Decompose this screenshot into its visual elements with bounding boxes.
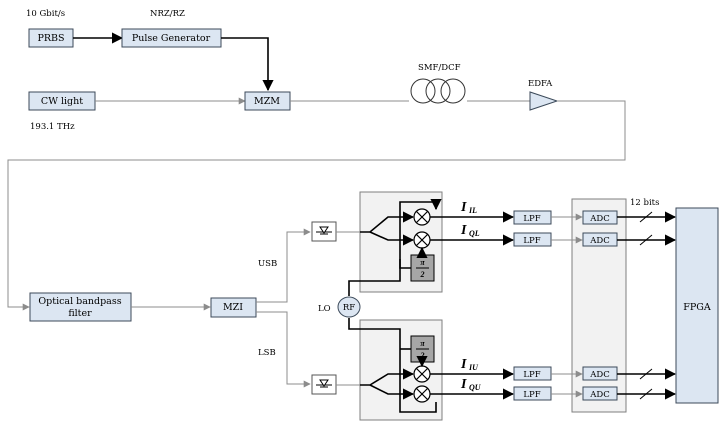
iu-letter: I <box>460 357 467 372</box>
rf-oscillator: RF <box>337 296 361 318</box>
adc-1-block: ADC <box>582 210 618 225</box>
mixer-il-icon <box>413 208 431 226</box>
lsb-mixer-panel <box>359 319 443 421</box>
signal-label-iu: I IU <box>460 357 479 372</box>
lsb-label: LSB <box>258 348 276 358</box>
fpga-block: FPGA <box>675 207 719 404</box>
edfa-to-filter-line <box>7 100 626 311</box>
pulse-generator-label: Pulse Generator <box>132 33 211 44</box>
lpf-iu-label: LPF <box>523 370 540 380</box>
adc-3-label: ADC <box>589 370 609 380</box>
mixer-ql-icon <box>413 231 431 249</box>
mzi-block: MZI <box>210 297 257 318</box>
mzm-label: MZM <box>254 96 280 107</box>
adc-1-label: ADC <box>589 214 609 224</box>
usb-split-q <box>369 231 415 246</box>
bitrate-label: 10 Gbit/s <box>26 9 65 19</box>
lpf-il-block: LPF <box>513 210 552 225</box>
adc-4-block: ADC <box>582 386 618 401</box>
usb-label: USB <box>258 259 277 269</box>
adc-3-block: ADC <box>582 366 618 381</box>
pulse-generator-block: Pulse Generator <box>121 28 222 48</box>
prbs-block: PRBS <box>28 28 74 48</box>
lpf-ql-label: LPF <box>523 236 540 246</box>
lpf-iu-block: LPF <box>513 366 552 381</box>
phase-lower-den: 2 <box>420 351 425 360</box>
phase-upper-den: 2 <box>420 270 425 279</box>
il-subscript: IL <box>468 206 477 215</box>
adc-2-block: ADC <box>582 232 618 247</box>
mzi-usb-line <box>256 228 311 303</box>
prbs-label: PRBS <box>37 33 64 44</box>
ql-subscript: QL <box>469 229 480 238</box>
fiber-label: SMF/DCF <box>418 63 461 73</box>
photodiode-lower-icon <box>311 374 337 395</box>
phase-lower-num: π <box>420 339 425 348</box>
il-letter: I <box>460 200 467 215</box>
lpf-il-label: LPF <box>523 214 540 224</box>
lo-to-phase-upper <box>399 259 411 269</box>
mzm-block: MZM <box>244 91 291 111</box>
iu-subscript: IU <box>468 363 479 372</box>
adc-2-label: ADC <box>589 236 609 246</box>
frequency-label: 193.1 THz <box>30 122 75 132</box>
filter-label-line1: Optical bandpass <box>38 296 121 307</box>
lpf-qu-label: LPF <box>523 390 540 400</box>
qu-subscript: QU <box>469 383 482 392</box>
mzi-label: MZI <box>223 302 243 313</box>
mixer-iu-icon <box>413 365 431 383</box>
photodiode-upper-icon <box>311 221 337 242</box>
lpf-qu-block: LPF <box>513 386 552 401</box>
lo-lower-feed <box>348 318 437 413</box>
phase-shifter-lower: π 2 <box>410 335 435 363</box>
edfa-amplifier-icon <box>529 91 559 111</box>
lo-label: LO <box>318 304 331 314</box>
filter-label-line2: filter <box>68 308 92 319</box>
mixer-qu-icon <box>413 385 431 403</box>
lpf-ql-block: LPF <box>513 232 552 247</box>
signal-label-ql: I QL <box>460 223 480 238</box>
signal-label-qu: I QU <box>460 377 482 392</box>
lsb-split-q <box>369 384 415 400</box>
rf-label: RF <box>343 303 355 313</box>
bits-label: 12 bits <box>630 198 659 208</box>
qu-letter: I <box>460 377 467 392</box>
fiber-coil-icon <box>410 78 466 104</box>
optical-bandpass-filter-block: Optical bandpass filter <box>29 292 132 322</box>
phase-upper-num: π <box>420 258 425 267</box>
ql-letter: I <box>460 223 467 238</box>
cw-light-label: CW light <box>41 96 83 107</box>
nrz-rz-label: NRZ/RZ <box>150 9 185 19</box>
adc-fpga-buses <box>617 211 677 400</box>
signal-label-il: I IL <box>460 200 477 215</box>
fpga-label: FPGA <box>683 302 711 313</box>
edfa-label: EDFA <box>528 79 553 89</box>
adc-4-label: ADC <box>589 390 609 400</box>
mzi-lsb-line <box>256 311 311 388</box>
phase-shifter-upper: π 2 <box>410 254 435 282</box>
pulse-to-mzm-arrow <box>221 37 274 92</box>
cw-light-block: CW light <box>28 91 96 111</box>
